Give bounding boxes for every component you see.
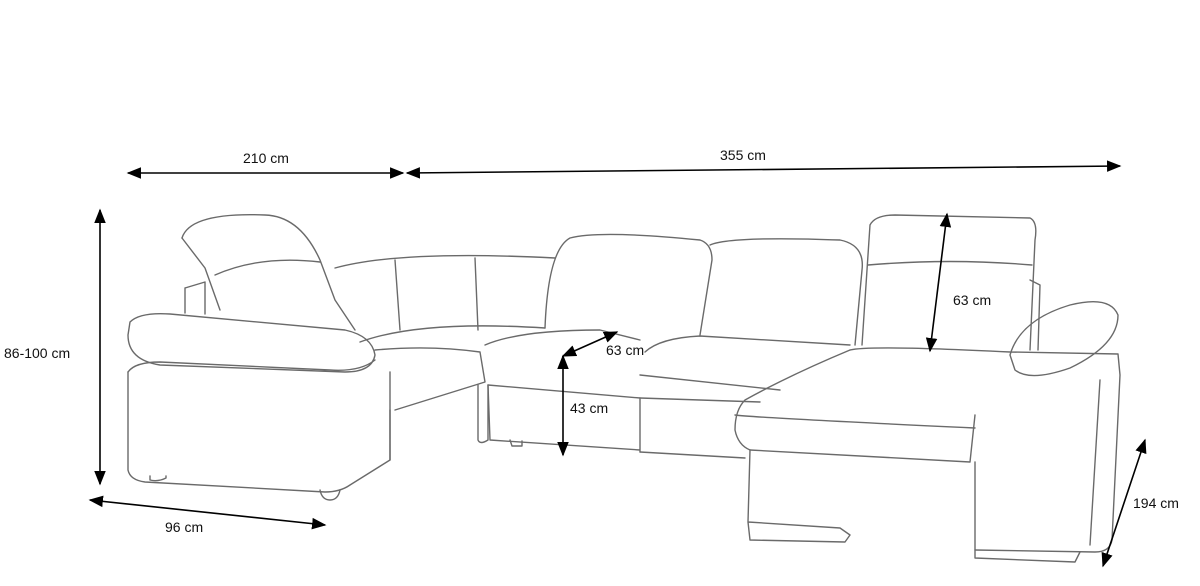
arrow-width-right bbox=[405, 160, 1122, 179]
dimension-arrows bbox=[88, 160, 1147, 568]
arrow-seat-depth bbox=[561, 331, 619, 357]
label-depth-right: 194 cm bbox=[1133, 495, 1179, 511]
label-width-left: 210 cm bbox=[243, 150, 289, 166]
label-height: 86-100 cm bbox=[4, 345, 71, 361]
arrow-depth-right bbox=[1101, 438, 1147, 568]
label-headrest-height: 63 cm bbox=[953, 292, 992, 308]
arrow-depth-left bbox=[88, 495, 327, 530]
label-seat-height: 43 cm bbox=[570, 400, 609, 416]
label-seat-depth: 63 cm bbox=[606, 342, 645, 358]
label-width-right: 355 cm bbox=[720, 147, 766, 163]
sofa-outline bbox=[127, 213, 1121, 563]
label-depth-left: 96 cm bbox=[165, 519, 204, 535]
arrow-headrest bbox=[925, 212, 952, 353]
